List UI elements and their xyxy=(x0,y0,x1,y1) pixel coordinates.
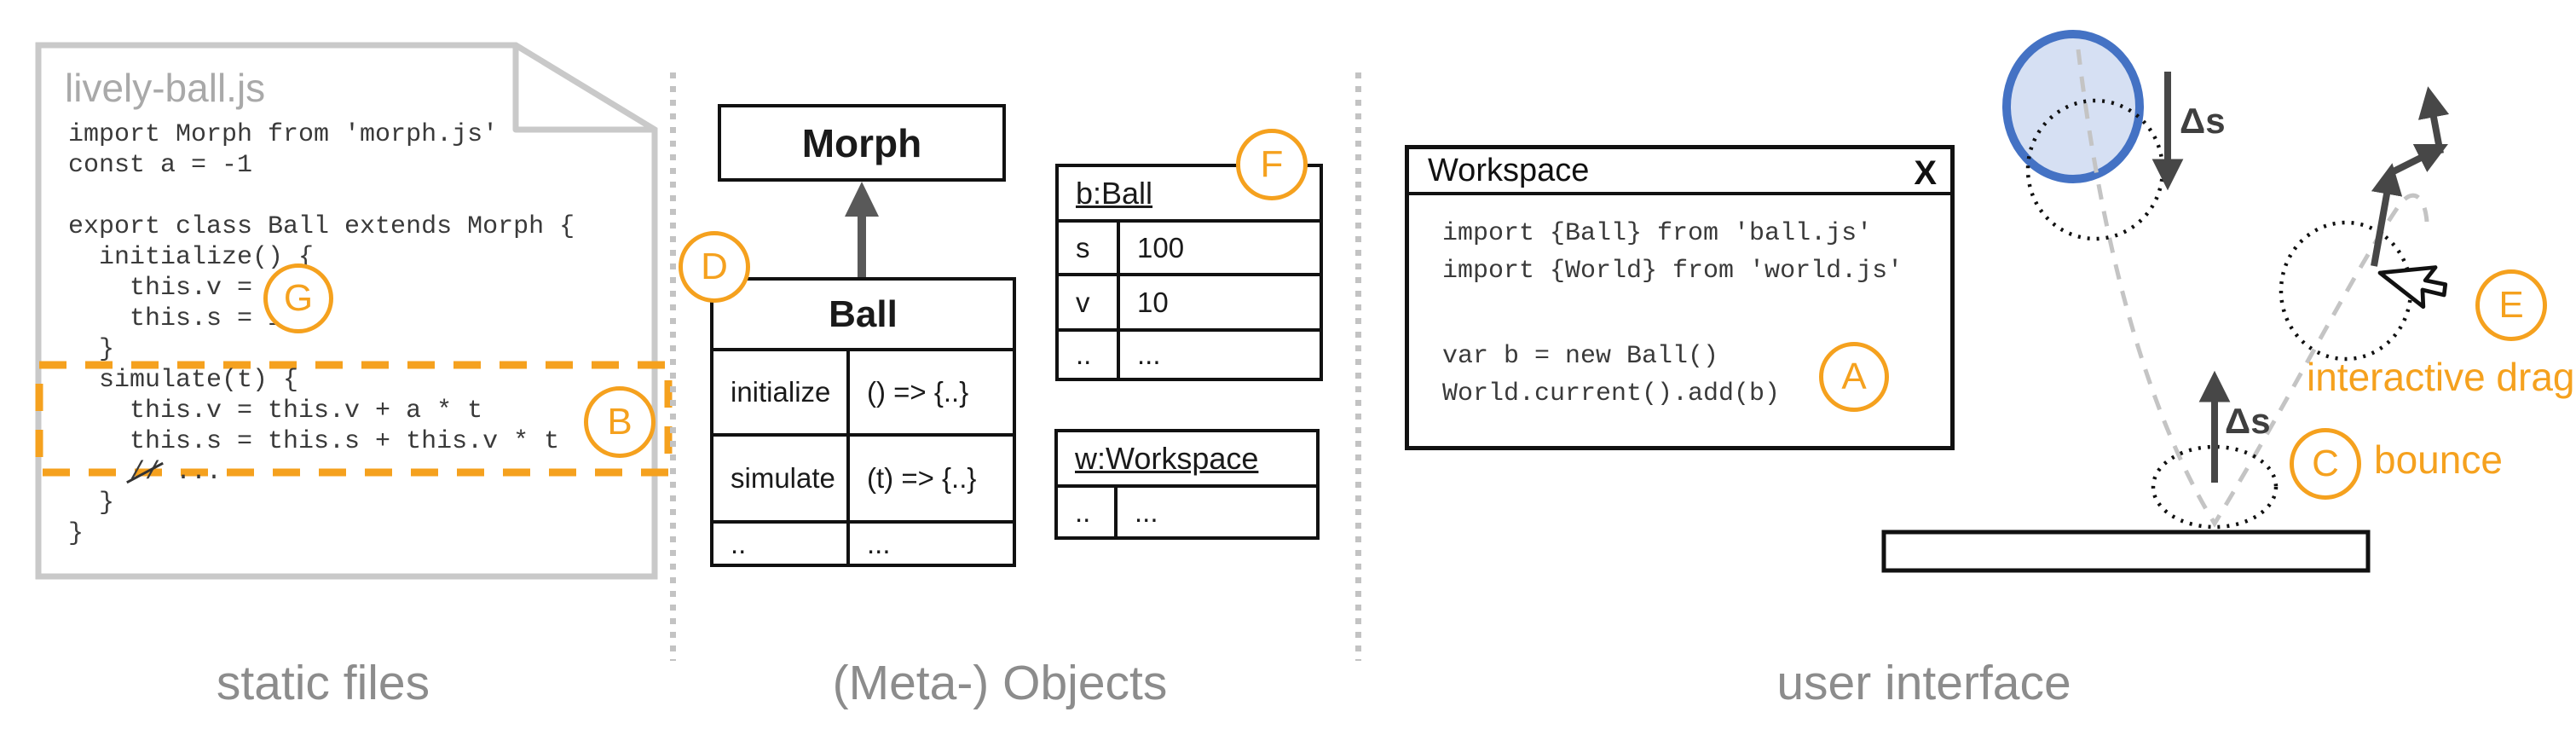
badge-f: F xyxy=(1236,129,1308,200)
table-row: simulate (t) => {..} xyxy=(713,433,1013,520)
ghost-circle-drag xyxy=(2279,220,2413,362)
close-icon[interactable]: X xyxy=(1914,154,1937,192)
code-line xyxy=(68,181,575,211)
table-row: v 10 xyxy=(1059,273,1320,328)
badge-d: D xyxy=(679,231,750,303)
badge-c: C xyxy=(2290,428,2361,500)
workspace-code-line[interactable]: var b = new Ball() xyxy=(1442,342,1719,371)
code-line: } xyxy=(68,519,84,548)
code-line: const a = -1 xyxy=(68,151,253,180)
ground-bar xyxy=(1881,530,2371,573)
b-ball-title: b:Ball xyxy=(1076,175,1153,211)
ball-class-table: Ball initialize () => {..} simulate (t) … xyxy=(710,277,1016,567)
bounce-label: bounce xyxy=(2374,437,2503,482)
badge-a: A xyxy=(1819,342,1889,412)
code-line: initialize() { xyxy=(68,243,315,272)
mouse-cursor-icon xyxy=(2377,265,2448,310)
ball-morph[interactable] xyxy=(2002,30,2144,183)
ball-class-title: Ball xyxy=(829,292,898,335)
code-line: simulate(t) { xyxy=(68,366,299,395)
code-line: export class Ball extends Morph { xyxy=(68,212,575,241)
ghost-circle-bounce xyxy=(2151,444,2279,530)
code-line: import Morph from 'morph.js' xyxy=(68,120,499,149)
delta-s-fall-label: Δs xyxy=(2180,101,2226,141)
workspace-code-line[interactable]: import {World} from 'world.js' xyxy=(1442,257,1903,286)
table-row: .. ... xyxy=(1059,328,1320,378)
drag-zigzag-arrows xyxy=(2371,86,2450,267)
badge-b: B xyxy=(584,386,656,458)
table-row: .. ... xyxy=(1058,484,1316,536)
workspace-title: Workspace xyxy=(1428,152,1590,188)
w-workspace-title: w:Workspace xyxy=(1075,440,1259,476)
caption-static-files: static files xyxy=(216,656,430,710)
table-row: initialize () => {..} xyxy=(713,348,1013,433)
code-line: } xyxy=(68,489,115,518)
file-name: lively-ball.js xyxy=(65,66,266,110)
workspace-code-line[interactable]: World.current().add(b) xyxy=(1442,379,1781,408)
badge-e: E xyxy=(2475,269,2547,341)
w-workspace-object-table: w:Workspace .. ... xyxy=(1054,429,1320,540)
code-line: } xyxy=(68,335,115,364)
table-row: s 100 xyxy=(1059,219,1320,273)
struck-comment-slashes: // xyxy=(130,458,161,487)
table-row: .. ... xyxy=(713,520,1013,564)
workspace-code-line[interactable]: import {Ball} from 'ball.js' xyxy=(1442,219,1873,248)
code-line: this.v = this.v + a * t xyxy=(68,397,483,425)
morph-class-box: Morph xyxy=(718,104,1006,182)
workspace-titlebar: Workspace X xyxy=(1409,149,1950,195)
section-divider-2 xyxy=(1355,72,1361,661)
section-divider-1 xyxy=(670,72,676,661)
code-line: this.s = this.s + this.v * t xyxy=(68,427,560,456)
file-code: import Morph from 'morph.js' const a = -… xyxy=(68,119,575,549)
b-ball-object-table: b:Ball s 100 v 10 .. ... xyxy=(1055,164,1323,381)
inheritance-arrow xyxy=(845,182,879,277)
badge-g: G xyxy=(263,263,333,333)
code-line-comment: // ... xyxy=(130,458,222,487)
caption-user-interface: user interface xyxy=(1776,656,2071,710)
caption-meta-objects: (Meta-) Objects xyxy=(832,656,1168,710)
delta-s-bounce-label: Δs xyxy=(2225,401,2271,441)
interactive-drag-label: interactive drag xyxy=(2307,355,2575,399)
